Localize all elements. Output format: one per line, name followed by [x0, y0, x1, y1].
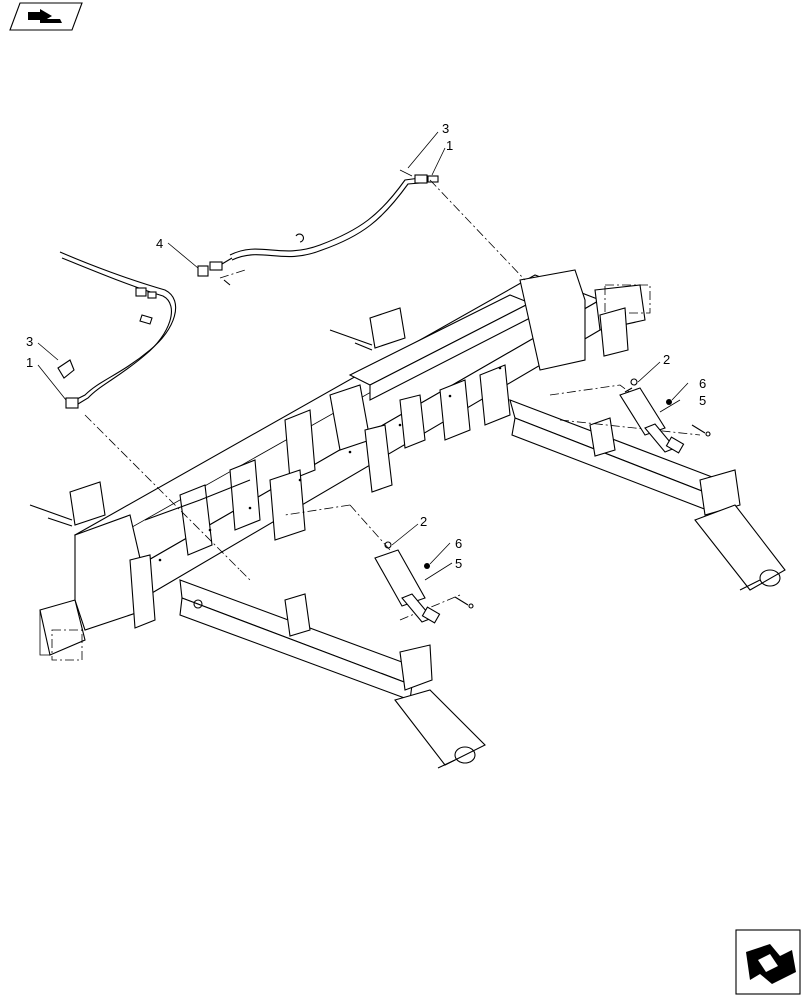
main-frame — [39, 269, 651, 661]
callout-6-right: 6 — [699, 376, 706, 391]
page-flip-icon[interactable] — [9, 2, 83, 31]
callout-5-right: 5 — [699, 393, 706, 408]
callout-3-top: 3 — [442, 121, 449, 136]
front-arm-assembly — [179, 579, 486, 769]
reference-lines — [84, 179, 701, 621]
callout-2-right: 2 — [663, 352, 670, 367]
callout-5-mid: 5 — [455, 556, 462, 571]
callout-1-top: 1 — [446, 138, 453, 153]
next-page-arrow-icon[interactable] — [735, 929, 801, 995]
hydraulic-cylinder-right — [619, 378, 685, 454]
callout-4: 4 — [156, 236, 163, 251]
callout-leaders — [37, 131, 689, 581]
hydraulic-hose-assembly — [59, 174, 439, 521]
mounting-plate-rear — [329, 307, 406, 351]
rear-arm-assembly — [509, 399, 786, 591]
hose-cap-left — [57, 359, 75, 379]
callout-1-left: 1 — [26, 355, 33, 370]
pin-hardware — [193, 399, 711, 609]
hydraulic-cylinder-mid — [374, 541, 441, 624]
callout-3-left: 3 — [26, 334, 33, 349]
callout-6-mid: 6 — [455, 536, 462, 551]
mounting-plate-front — [29, 481, 106, 527]
callout-2-mid: 2 — [420, 514, 427, 529]
